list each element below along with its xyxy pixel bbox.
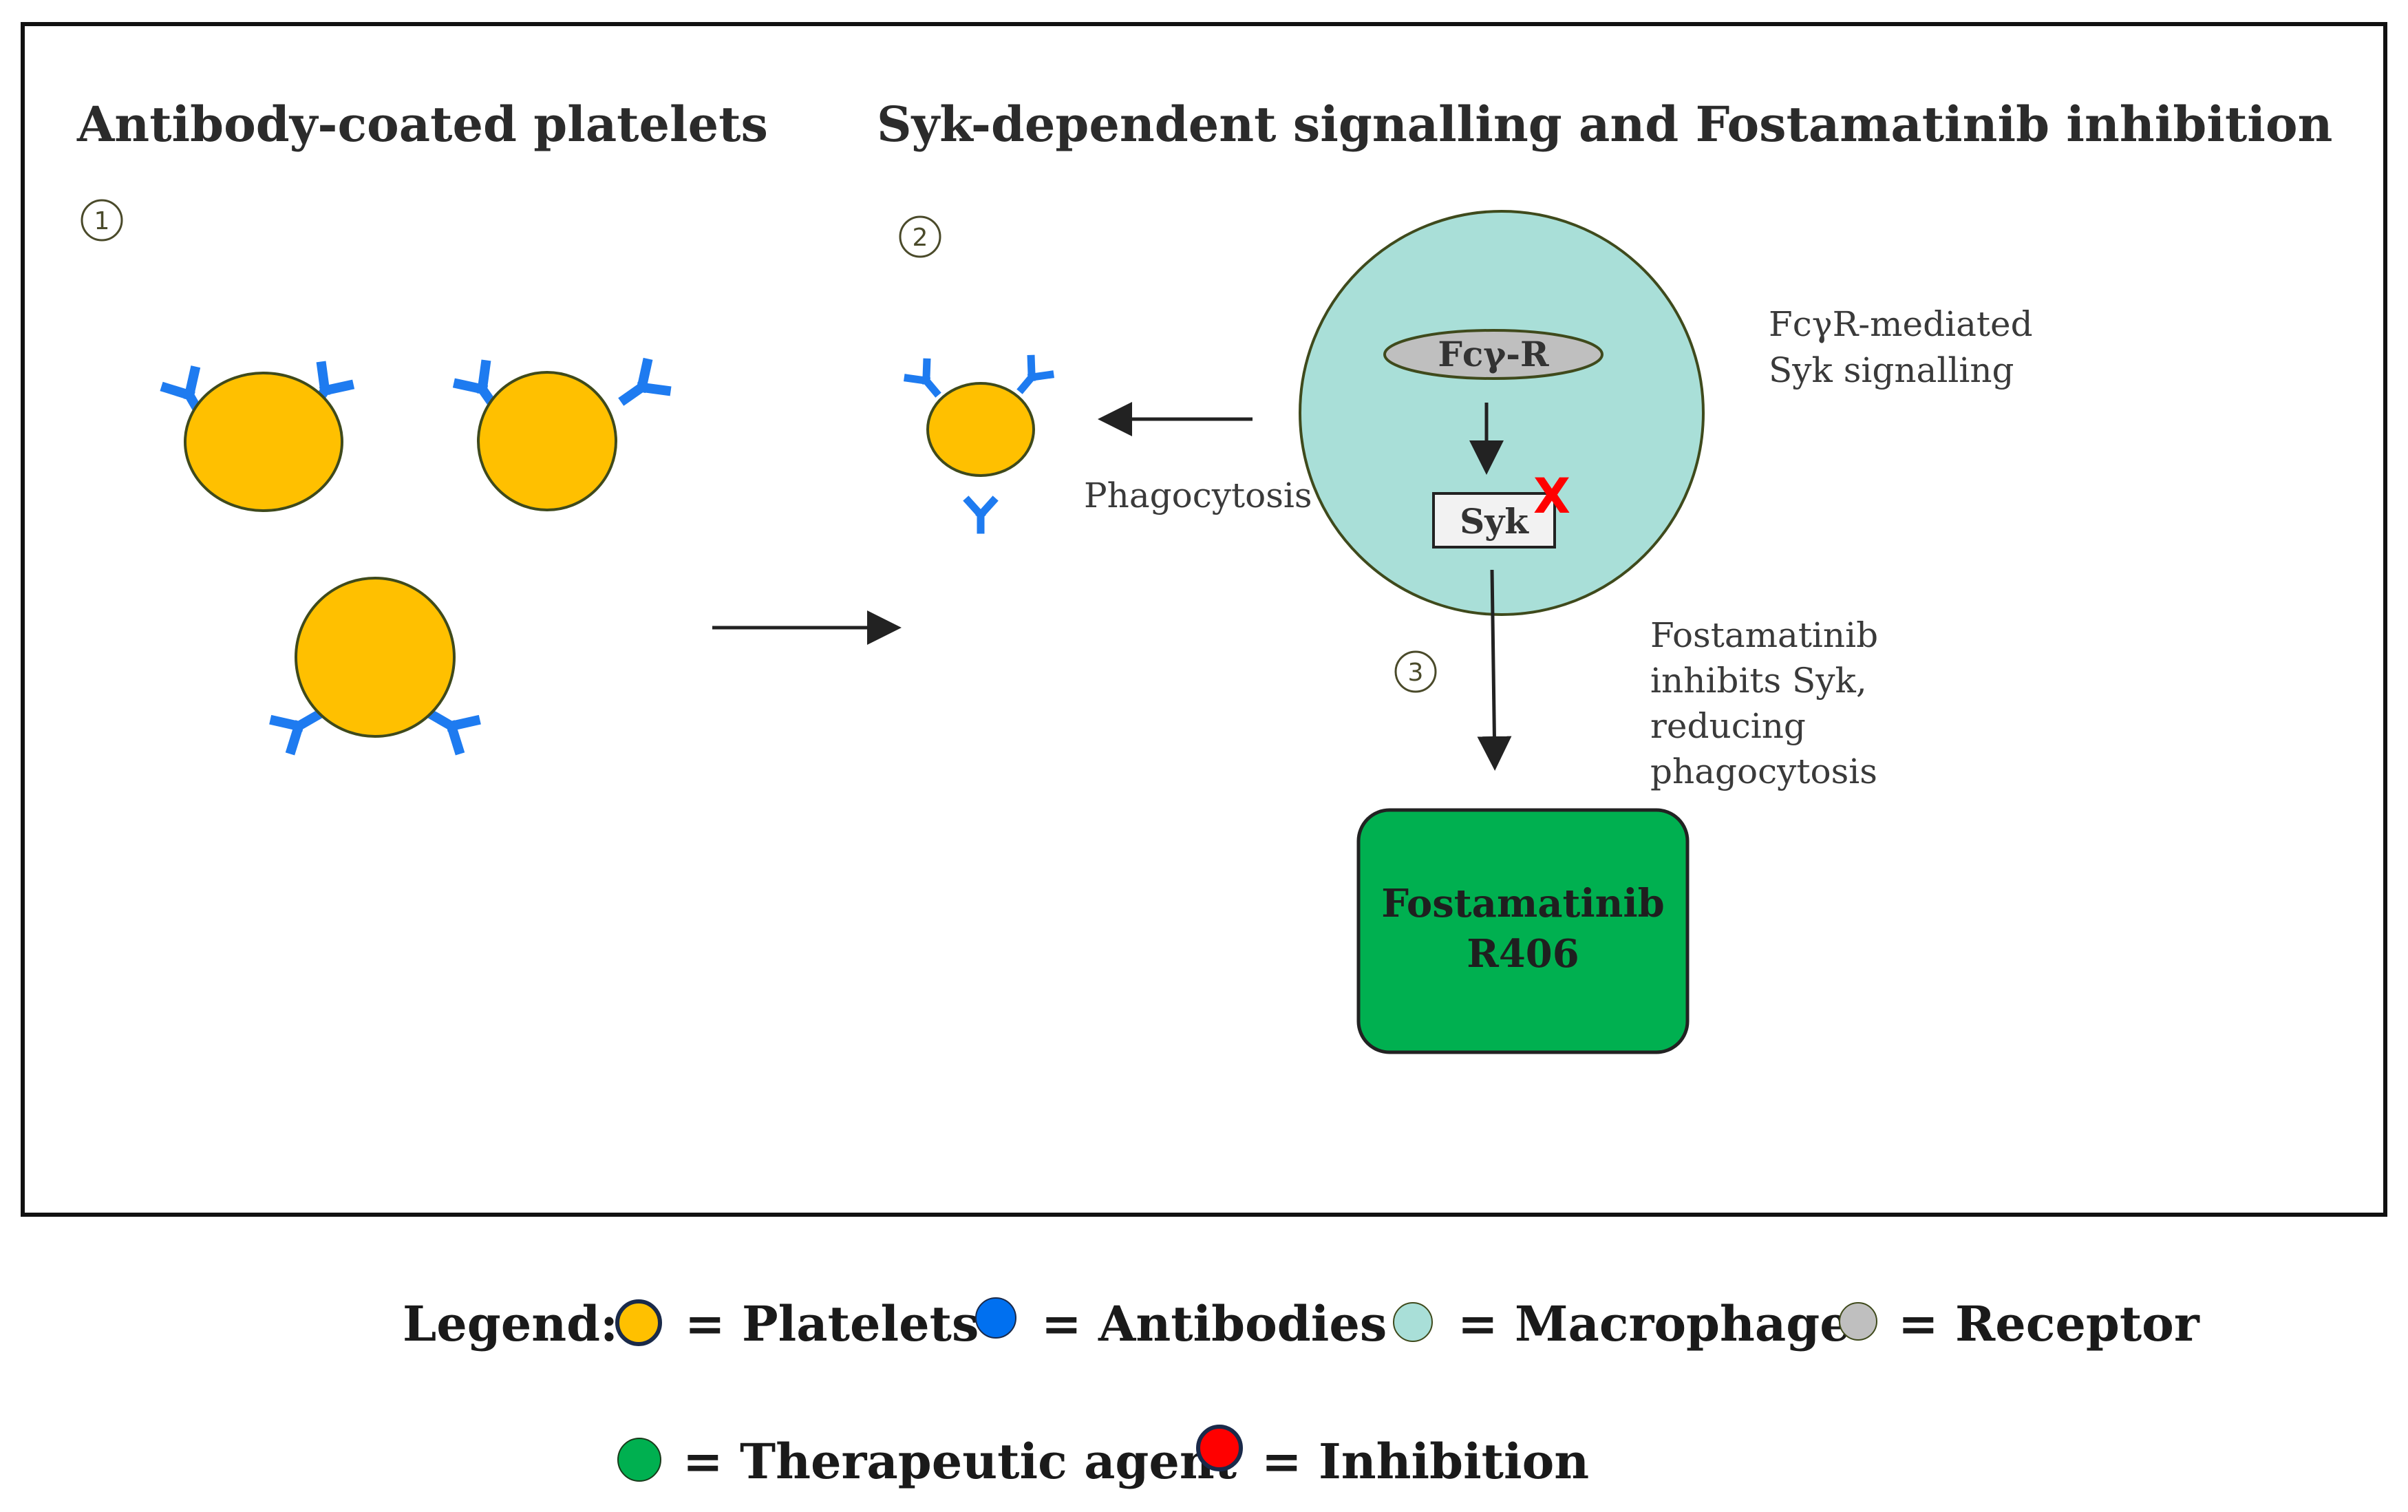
legend-platelet-swatch <box>615 1299 662 1346</box>
fosta-note-line2: inhibits Syk, <box>1650 661 1867 701</box>
legend-macrophage-swatch <box>1393 1302 1433 1342</box>
syk-kinase: Syk <box>1432 492 1556 549</box>
left-panel-title: Antibody-coated platelets <box>76 96 768 153</box>
legend-platelets-label: = Platelets <box>685 1295 979 1352</box>
antibody-icon <box>615 363 665 412</box>
antibody-coated-platelet-1 <box>166 366 349 512</box>
legend-receptor-swatch <box>1839 1302 1877 1341</box>
fostamatinib-box: Fostamatinib R406 <box>1356 808 1690 1054</box>
receptor-label: Fcγ-R <box>1438 334 1549 374</box>
fosta-note-line4: phagocytosis <box>1650 752 1877 791</box>
right-panel-title: Syk-dependent signalling and Fostamatini… <box>877 96 2332 153</box>
platelet-icon <box>295 577 456 738</box>
macrophage-cell <box>1299 210 1705 616</box>
antibody-coated-platelet-2 <box>458 363 665 511</box>
syk-label: Syk <box>1460 501 1529 542</box>
platelet-icon <box>184 372 343 512</box>
syk-to-drug-arrow <box>1477 569 1512 771</box>
main-frame <box>21 22 2387 1217</box>
antibody-icon <box>908 362 946 400</box>
legend-therapeutic-swatch <box>617 1438 661 1482</box>
legend-receptor-label: = Receptor <box>1898 1295 2200 1352</box>
antibody-icon <box>1012 359 1050 396</box>
drug-name-label: Fostamatinib <box>1381 881 1665 926</box>
fcr-note-line1: FcγR-mediated <box>1769 304 2033 344</box>
legend-inhibition-label: = Inhibition <box>1261 1433 1589 1490</box>
platelet-icon <box>477 371 617 511</box>
step-marker-2: 2 <box>899 215 941 258</box>
fcr-note-line2: Syk signalling <box>1769 350 2014 390</box>
step-marker-1: 1 <box>81 199 123 242</box>
fosta-note-line1: Fostamatinib <box>1650 615 1878 655</box>
legend-inhibition-swatch <box>1196 1425 1243 1471</box>
legend-antibodies-label: = Antibodies <box>1041 1295 1387 1352</box>
phagocytosis-label: Phagocytosis <box>1084 476 1312 515</box>
fc-gamma-receptor: Fcγ-R <box>1383 329 1603 380</box>
phagocytosed-platelet <box>908 359 1050 530</box>
legend-title: Legend: <box>403 1295 618 1352</box>
antibody-coated-platelet-3 <box>275 577 476 749</box>
svg-text:1: 1 <box>94 207 110 235</box>
inhibition-mark: X <box>1533 468 1570 524</box>
platelet-icon <box>926 382 1035 477</box>
legend-therapeutic-label: = Therapeutic agent <box>683 1433 1237 1490</box>
step-marker-3: 3 <box>1394 650 1437 693</box>
svg-text:2: 2 <box>913 224 928 252</box>
legend: Legend: = Platelets = Antibodies = Macro… <box>403 1295 2200 1490</box>
antibody-icon <box>968 501 993 530</box>
legend-macrophage-label: = Macrophage <box>1458 1295 1851 1352</box>
fosta-note-line3: reducing <box>1650 706 1806 746</box>
svg-text:3: 3 <box>1408 659 1424 687</box>
drug-code-label: R406 <box>1467 931 1579 977</box>
legend-antibody-swatch <box>975 1297 1016 1339</box>
